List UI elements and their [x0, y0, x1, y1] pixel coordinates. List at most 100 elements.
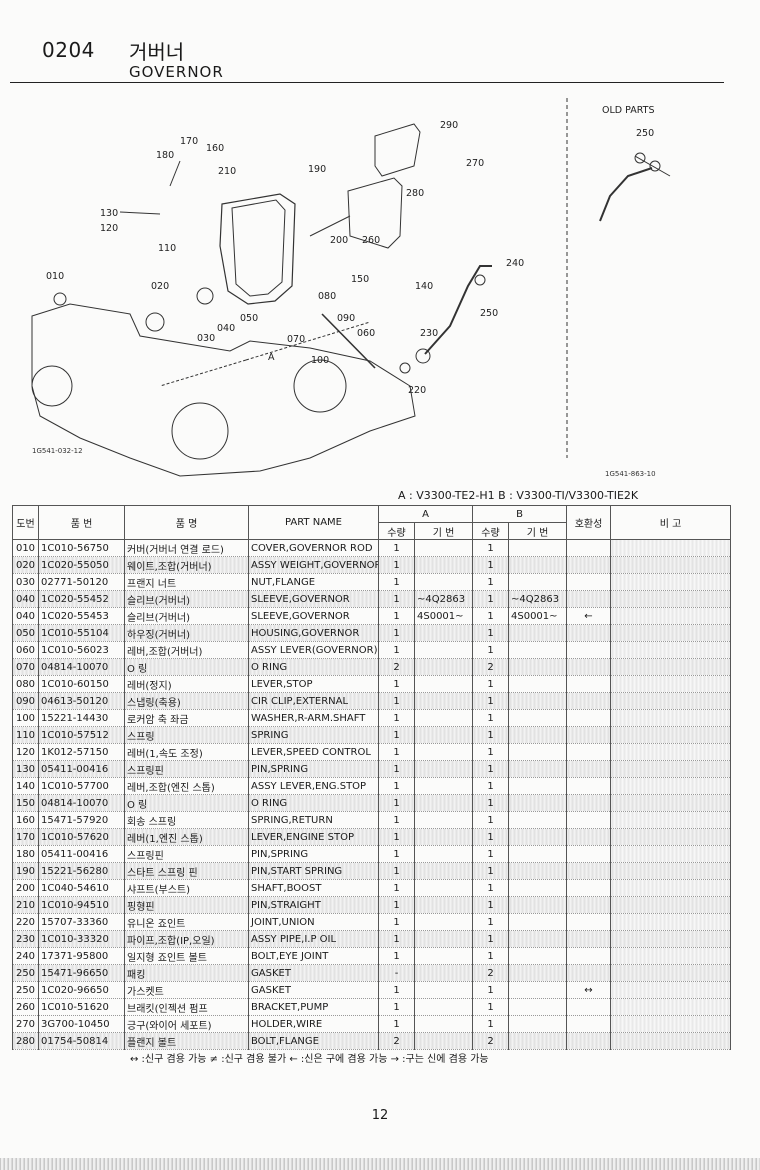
- row-serial-a: [414, 743, 473, 761]
- row-serial-b: [508, 896, 567, 914]
- row-serial-a: [414, 896, 473, 914]
- row-qty-b: 1: [472, 573, 509, 591]
- callout-130-label: 130: [100, 208, 118, 219]
- model-legend: A : V3300-TE2-H1 B : V3300-TI/V3300-TIE2…: [398, 489, 639, 502]
- row-serial-b: [508, 624, 567, 642]
- row-qty-a: 1: [378, 692, 415, 710]
- row-name-korean: 프랜지 너트: [124, 573, 249, 591]
- row-compatibility: [566, 726, 611, 744]
- col-qty-b-header: 수량: [472, 522, 509, 540]
- row-serial-a: [414, 573, 473, 591]
- old-gasket-bolt: [634, 155, 671, 177]
- boost-shaft: [309, 215, 351, 237]
- row-qty-b: 1: [472, 556, 509, 574]
- row-no: 170: [12, 828, 39, 846]
- page-number: 12: [371, 1108, 389, 1123]
- row-name-english: ASSY LEVER(GOVERNOR): [248, 641, 379, 659]
- callout-270-label: 270: [466, 158, 484, 169]
- row-remarks: [610, 1032, 731, 1050]
- row-serial-a: [414, 692, 473, 710]
- row-qty-a: 1: [378, 624, 415, 642]
- row-no: 030: [12, 573, 39, 591]
- col-compat-header: 호환성: [566, 505, 611, 540]
- row-name-english: PIN,START SPRING: [248, 862, 379, 880]
- row-serial-a: [414, 624, 473, 642]
- row-name-english: NUT,FLANGE: [248, 573, 379, 591]
- row-no: 120: [12, 743, 39, 761]
- row-serial-b: [508, 1032, 567, 1050]
- row-qty-b: 1: [472, 896, 509, 914]
- row-compatibility: [566, 794, 611, 812]
- row-serial-a: [414, 794, 473, 812]
- row-serial-b: [508, 879, 567, 897]
- row-serial-a: [414, 658, 473, 676]
- row-name-english: PIN,STRAIGHT: [248, 896, 379, 914]
- sleeve: [196, 287, 214, 305]
- old-gasket: [649, 160, 661, 172]
- row-serial-a: [414, 777, 473, 795]
- row-compatibility: [566, 539, 611, 557]
- row-compatibility: [566, 692, 611, 710]
- row-no: 040: [12, 590, 39, 608]
- row-remarks: [610, 607, 731, 625]
- header-rule: [10, 82, 724, 83]
- row-qty-b: 1: [472, 590, 509, 608]
- callout-150-label: 150: [351, 274, 369, 285]
- row-serial-a: [414, 913, 473, 931]
- row-compatibility: [566, 862, 611, 880]
- col-qty-a-header: 수량: [378, 522, 415, 540]
- row-serial-b: [508, 692, 567, 710]
- row-qty-a: 1: [378, 607, 415, 625]
- callout-180-label: 180: [156, 150, 174, 161]
- row-serial-a: ~4Q2863: [414, 590, 473, 608]
- callout-190-label: 190: [308, 164, 326, 175]
- row-qty-b: 1: [472, 811, 509, 829]
- eye-bolt: [474, 274, 486, 286]
- row-compatibility: [566, 1015, 611, 1033]
- row-remarks: [610, 845, 731, 863]
- row-serial-b: [508, 658, 567, 676]
- weight-assy: [145, 312, 165, 332]
- row-qty-a: 1: [378, 726, 415, 744]
- row-no: 110: [12, 726, 39, 744]
- row-part-number: 04814-10070: [38, 658, 125, 676]
- row-name-korean: 웨이트,조합(거버너): [124, 556, 249, 574]
- row-remarks: [610, 896, 731, 914]
- diagram-code-left: 1G541-032-12: [32, 447, 83, 455]
- callout-170-label: 170: [180, 136, 198, 147]
- col-serial-b-header: 기 번: [508, 522, 567, 540]
- row-serial-b: [508, 675, 567, 693]
- row-remarks: [610, 930, 731, 948]
- row-serial-b: ~4Q2863: [508, 590, 567, 608]
- row-part-number: 1C010-57620: [38, 828, 125, 846]
- callout-220-label: 220: [408, 385, 426, 396]
- row-name-english: HOLDER,WIRE: [248, 1015, 379, 1033]
- row-compatibility: [566, 896, 611, 914]
- row-qty-a: 1: [378, 981, 415, 999]
- row-no: 140: [12, 777, 39, 795]
- row-part-number: 1C010-55104: [38, 624, 125, 642]
- callout-050-label: 050: [240, 313, 258, 324]
- row-name-english: O RING: [248, 658, 379, 676]
- cover-rod: [53, 292, 67, 306]
- row-qty-b: 1: [472, 947, 509, 965]
- row-qty-a: 2: [378, 658, 415, 676]
- row-compatibility: [566, 845, 611, 863]
- callout-160-label: 160: [206, 143, 224, 154]
- row-remarks: [610, 760, 731, 778]
- row-qty-a: 1: [378, 862, 415, 880]
- row-part-number: 1C020-55452: [38, 590, 125, 608]
- row-remarks: [610, 964, 731, 982]
